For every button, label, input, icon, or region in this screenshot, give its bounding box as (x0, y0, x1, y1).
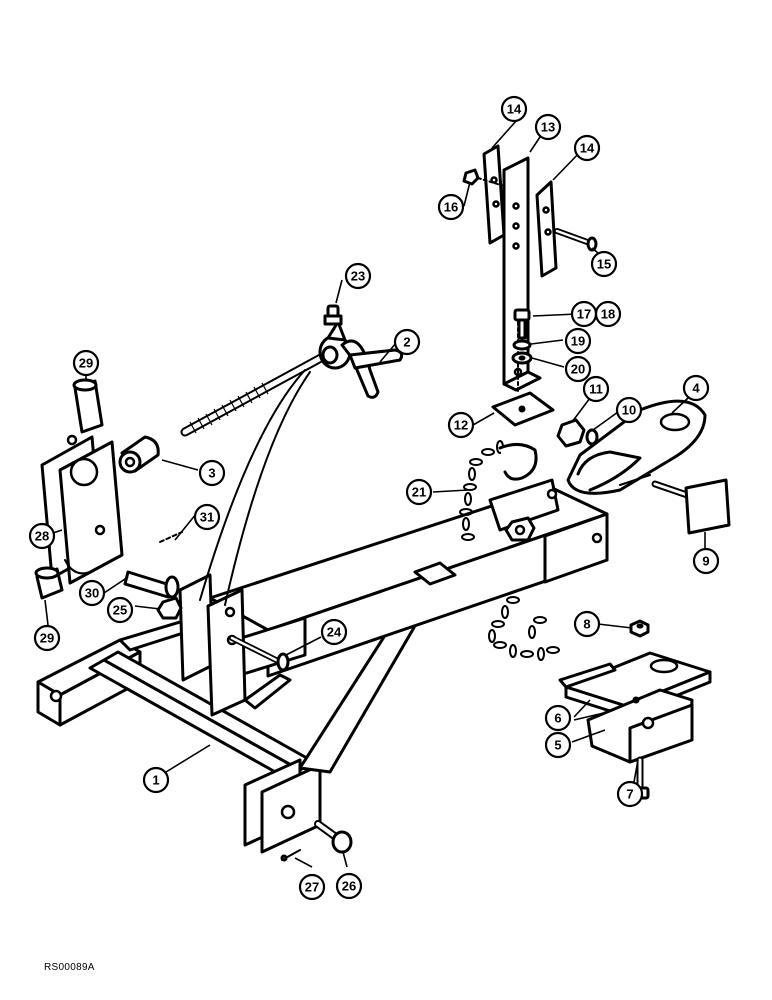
callout-18: 18 (594, 300, 622, 328)
svg-text:25: 25 (113, 603, 127, 618)
callout-7: 7 (616, 780, 644, 808)
callout-3: 3 (198, 459, 226, 487)
svg-text:15: 15 (597, 257, 611, 272)
svg-text:27: 27 (305, 880, 319, 895)
link-curve (199, 369, 306, 601)
callout-20: 20 (564, 355, 592, 383)
callout-1: 1 (142, 766, 170, 794)
alignment-line (477, 177, 505, 187)
svg-text:14: 14 (507, 102, 522, 117)
svg-text:30: 30 (85, 586, 99, 601)
svg-text:18: 18 (601, 307, 615, 322)
callout-26: 26 (335, 872, 363, 900)
jack-screw (180, 320, 404, 437)
callout-8: 8 (573, 610, 601, 638)
svg-text:12: 12 (454, 418, 468, 433)
svg-text:20: 20 (571, 362, 585, 377)
callout-28: 28 (28, 522, 56, 550)
callout-27: 27 (298, 873, 326, 901)
callout-12: 12 (447, 411, 475, 439)
bushing-lower (34, 566, 64, 600)
callout-6: 6 (544, 704, 572, 732)
svg-text:2: 2 (403, 335, 410, 350)
svg-text:6: 6 (554, 711, 561, 726)
nut-16 (462, 168, 480, 186)
callout-29a: 29 (72, 349, 100, 377)
nut-11 (556, 418, 586, 448)
svg-text:21: 21 (412, 485, 426, 500)
callout-21: 21 (405, 478, 433, 506)
clip-31 (159, 531, 183, 543)
svg-text:13: 13 (541, 120, 555, 135)
bushing-upper (72, 378, 104, 434)
nut-8 (629, 619, 650, 638)
svg-text:14: 14 (580, 141, 595, 156)
callout-17: 17 (570, 300, 598, 328)
mount-plates (40, 434, 124, 585)
callout-31: 31 (193, 503, 221, 531)
callout-2: 2 (393, 328, 421, 356)
nut-25 (156, 596, 183, 620)
callout-15: 15 (590, 250, 618, 278)
svg-text:5: 5 (554, 738, 561, 753)
washer-20 (511, 351, 533, 365)
chain-nut (504, 516, 536, 542)
svg-text:19: 19 (571, 334, 585, 349)
callout-16: 16 (437, 193, 465, 221)
svg-text:24: 24 (327, 625, 342, 640)
bolt-24 (229, 635, 290, 672)
callout-25: 25 (106, 596, 134, 624)
svg-text:29: 29 (79, 356, 93, 371)
svg-text:1: 1 (152, 773, 159, 788)
svg-text:29: 29 (40, 631, 54, 646)
bolt-15 (554, 228, 598, 252)
svg-text:7: 7 (626, 787, 633, 802)
link-curve (224, 371, 311, 606)
callout-24: 24 (320, 618, 348, 646)
callout-29b: 29 (33, 624, 61, 652)
hitch-clevis (566, 399, 707, 495)
washer-19 (512, 339, 532, 351)
svg-text:28: 28 (35, 529, 49, 544)
bolt-17 (513, 308, 531, 340)
svg-text:9: 9 (702, 554, 709, 569)
svg-text:4: 4 (692, 381, 700, 396)
callout-10: 10 (615, 396, 643, 424)
svg-text:11: 11 (589, 382, 603, 397)
cross-pin (118, 435, 160, 474)
callout-11: 11 (582, 375, 610, 403)
svg-text:23: 23 (351, 269, 365, 284)
svg-text:10: 10 (622, 403, 636, 418)
chain-hook (498, 443, 538, 481)
callout-14b: 14 (573, 134, 601, 162)
grease-fitting (323, 304, 343, 326)
strap-right (535, 180, 558, 278)
clip-27 (280, 849, 301, 862)
pin-26 (314, 820, 353, 854)
callout-5: 5 (544, 731, 572, 759)
svg-text:3: 3 (208, 466, 215, 481)
strap-left (482, 144, 506, 245)
callout-30: 30 (78, 579, 106, 607)
callout-9: 9 (692, 547, 720, 575)
hitch-pin-9 (651, 478, 731, 535)
callout-14a: 14 (500, 95, 528, 123)
drawbar-frame (36, 478, 609, 854)
svg-text:31: 31 (200, 510, 214, 525)
svg-text:26: 26 (342, 879, 356, 894)
safety-chain (459, 440, 560, 661)
callout-23: 23 (344, 262, 372, 290)
plate-12 (491, 391, 555, 427)
drawing-reference-code: RS00089A (44, 962, 95, 973)
svg-text:16: 16 (444, 200, 458, 215)
pin-30 (123, 570, 180, 599)
callout-13: 13 (534, 113, 562, 141)
callout-19: 19 (564, 327, 592, 355)
washer-10 (585, 428, 599, 446)
svg-text:17: 17 (577, 307, 591, 322)
svg-text:8: 8 (583, 617, 590, 632)
callout-4: 4 (682, 374, 710, 402)
clamp-body (586, 688, 694, 764)
